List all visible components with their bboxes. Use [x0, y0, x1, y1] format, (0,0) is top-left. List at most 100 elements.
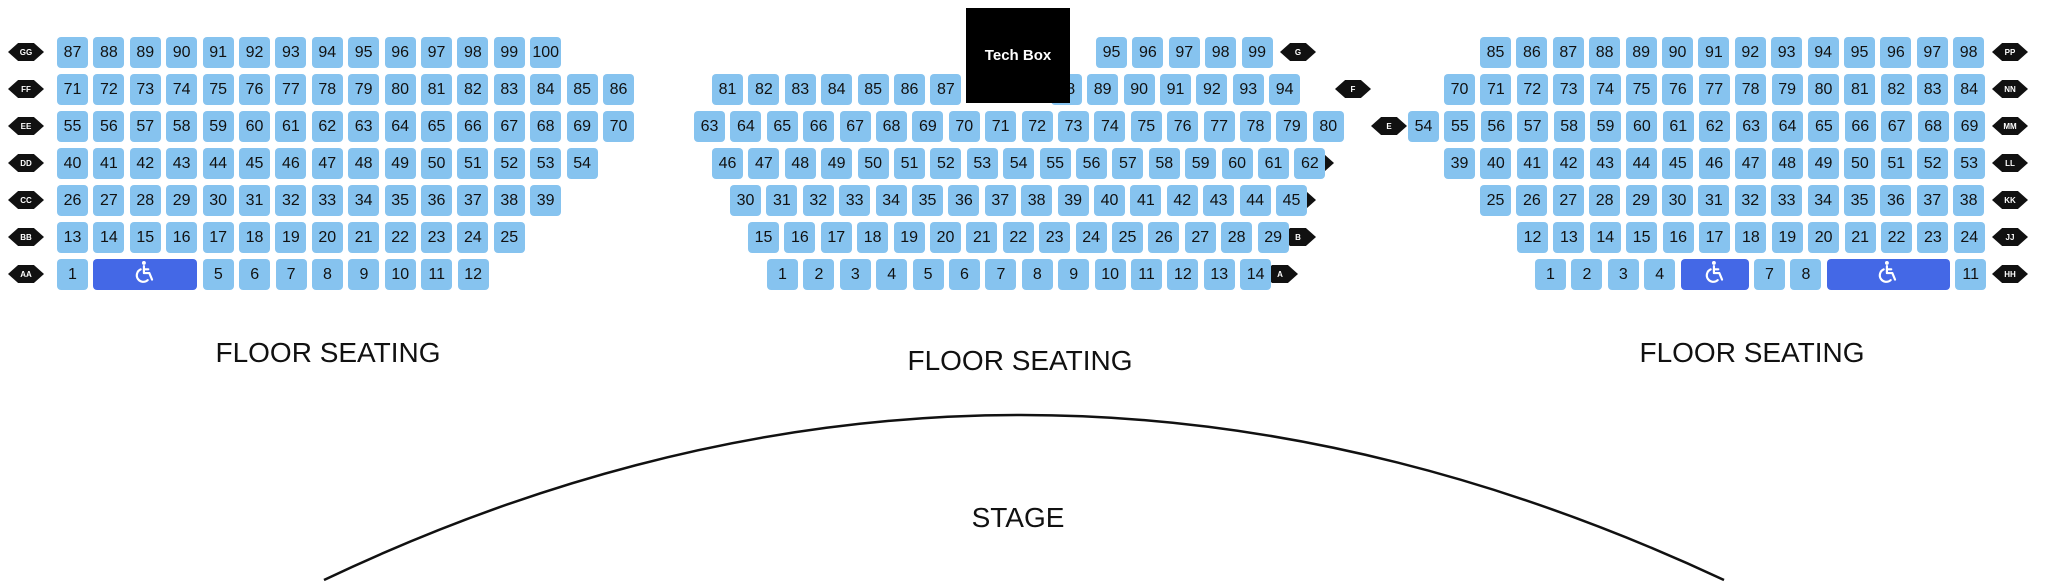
seat-dd-45[interactable]: 45 [239, 148, 270, 179]
seat-kk-25[interactable]: 25 [1480, 185, 1511, 216]
seat-pp-94[interactable]: 94 [1807, 37, 1839, 68]
seat-gg-99[interactable]: 99 [493, 37, 525, 68]
seat-kk-34[interactable]: 34 [1807, 185, 1839, 216]
seat-kk-32[interactable]: 32 [1734, 185, 1766, 216]
seat-dd-41[interactable]: 41 [93, 148, 125, 179]
seat-e-78[interactable]: 78 [1240, 111, 1271, 142]
seat-ee-58[interactable]: 58 [166, 111, 198, 142]
seat-cc-26[interactable]: 26 [57, 185, 88, 216]
seat-ff-75[interactable]: 75 [202, 74, 234, 105]
seat-b-28[interactable]: 28 [1221, 222, 1253, 253]
seat-cc-30[interactable]: 30 [202, 185, 234, 216]
seat-ll-41[interactable]: 41 [1516, 148, 1548, 179]
seat-jj-21[interactable]: 21 [1844, 222, 1876, 253]
seat-pp-95[interactable]: 95 [1844, 37, 1875, 68]
seat-cc-28[interactable]: 28 [129, 185, 161, 216]
seat-b-16[interactable]: 16 [784, 222, 816, 253]
seat-a-5[interactable]: 5 [912, 259, 944, 290]
seat-pp-86[interactable]: 86 [1516, 37, 1548, 68]
seat-pp-87[interactable]: 87 [1552, 37, 1584, 68]
seat-b-25[interactable]: 25 [1112, 222, 1143, 253]
seat-gg-93[interactable]: 93 [275, 37, 307, 68]
seat-a-9[interactable]: 9 [1058, 259, 1090, 290]
seat-bb-22[interactable]: 22 [384, 222, 416, 253]
seat-kk-28[interactable]: 28 [1589, 185, 1621, 216]
seat-dd-51[interactable]: 51 [457, 148, 489, 179]
seat-dd-52[interactable]: 52 [493, 148, 525, 179]
seat-ee-63[interactable]: 63 [348, 111, 380, 142]
seat-dd-48[interactable]: 48 [348, 148, 380, 179]
seat-ff-73[interactable]: 73 [129, 74, 161, 105]
seat-gg-96[interactable]: 96 [384, 37, 416, 68]
accessible-seat-hh[interactable] [1680, 259, 1749, 290]
seat-pp-88[interactable]: 88 [1589, 37, 1621, 68]
seat-mm-69[interactable]: 69 [1954, 111, 1985, 142]
seat-e-69[interactable]: 69 [912, 111, 944, 142]
accessible-seat-aa[interactable] [93, 259, 198, 290]
seat-ll-42[interactable]: 42 [1553, 148, 1585, 179]
seat-ll-52[interactable]: 52 [1917, 148, 1949, 179]
seat-dd-46[interactable]: 46 [275, 148, 307, 179]
seat-kk-35[interactable]: 35 [1844, 185, 1875, 216]
seat-nn-70[interactable]: 70 [1444, 74, 1475, 105]
seat-cc-27[interactable]: 27 [93, 185, 125, 216]
seat-c-44[interactable]: 44 [1239, 185, 1271, 216]
seat-d-55[interactable]: 55 [1039, 148, 1071, 179]
seat-pp-91[interactable]: 91 [1698, 37, 1730, 68]
seat-gg-98[interactable]: 98 [457, 37, 489, 68]
seat-c-41[interactable]: 41 [1130, 185, 1162, 216]
seat-a-8[interactable]: 8 [1021, 259, 1053, 290]
seat-dd-54[interactable]: 54 [566, 148, 598, 179]
seat-e-71[interactable]: 71 [985, 111, 1017, 142]
seat-b-23[interactable]: 23 [1039, 222, 1071, 253]
seat-f-84[interactable]: 84 [821, 74, 853, 105]
seat-bb-14[interactable]: 14 [93, 222, 125, 253]
seat-pp-89[interactable]: 89 [1625, 37, 1657, 68]
seat-g-97[interactable]: 97 [1168, 37, 1200, 68]
accessible-seat-hh[interactable] [1826, 259, 1950, 290]
seat-bb-17[interactable]: 17 [202, 222, 234, 253]
seat-d-54[interactable]: 54 [1003, 148, 1035, 179]
seat-f-92[interactable]: 92 [1196, 74, 1228, 105]
seat-d-49[interactable]: 49 [821, 148, 853, 179]
seat-f-86[interactable]: 86 [894, 74, 925, 105]
seat-cc-29[interactable]: 29 [166, 185, 198, 216]
seat-a-4[interactable]: 4 [876, 259, 908, 290]
seat-ff-82[interactable]: 82 [457, 74, 489, 105]
seat-ff-74[interactable]: 74 [166, 74, 198, 105]
seat-kk-30[interactable]: 30 [1662, 185, 1693, 216]
seat-dd-42[interactable]: 42 [129, 148, 161, 179]
seat-cc-38[interactable]: 38 [493, 185, 525, 216]
seat-kk-27[interactable]: 27 [1552, 185, 1584, 216]
seat-jj-14[interactable]: 14 [1589, 222, 1621, 253]
seat-b-29[interactable]: 29 [1257, 222, 1289, 253]
seat-hh-7[interactable]: 7 [1754, 259, 1785, 290]
seat-gg-90[interactable]: 90 [166, 37, 198, 68]
seat-bb-25[interactable]: 25 [493, 222, 525, 253]
seat-b-15[interactable]: 15 [748, 222, 779, 253]
seat-gg-97[interactable]: 97 [421, 37, 452, 68]
seat-f-82[interactable]: 82 [748, 74, 780, 105]
seat-ff-71[interactable]: 71 [57, 74, 88, 105]
seat-ll-40[interactable]: 40 [1480, 148, 1512, 179]
seat-bb-24[interactable]: 24 [457, 222, 489, 253]
seat-hh-8[interactable]: 8 [1790, 259, 1822, 290]
seat-c-43[interactable]: 43 [1203, 185, 1235, 216]
seat-mm-59[interactable]: 59 [1590, 111, 1621, 142]
seat-dd-43[interactable]: 43 [166, 148, 198, 179]
seat-mm-57[interactable]: 57 [1517, 111, 1549, 142]
seat-jj-24[interactable]: 24 [1953, 222, 1985, 253]
seat-f-91[interactable]: 91 [1160, 74, 1191, 105]
seat-ee-70[interactable]: 70 [603, 111, 634, 142]
seat-nn-78[interactable]: 78 [1735, 74, 1767, 105]
seat-pp-92[interactable]: 92 [1734, 37, 1766, 68]
seat-gg-100[interactable]: 100 [530, 37, 562, 68]
seat-dd-40[interactable]: 40 [57, 148, 88, 179]
seat-b-22[interactable]: 22 [1002, 222, 1034, 253]
seat-d-59[interactable]: 59 [1185, 148, 1217, 179]
seat-a-3[interactable]: 3 [839, 259, 871, 290]
seat-ee-55[interactable]: 55 [57, 111, 88, 142]
seat-ll-48[interactable]: 48 [1771, 148, 1803, 179]
seat-bb-20[interactable]: 20 [311, 222, 343, 253]
seat-e-76[interactable]: 76 [1167, 111, 1199, 142]
